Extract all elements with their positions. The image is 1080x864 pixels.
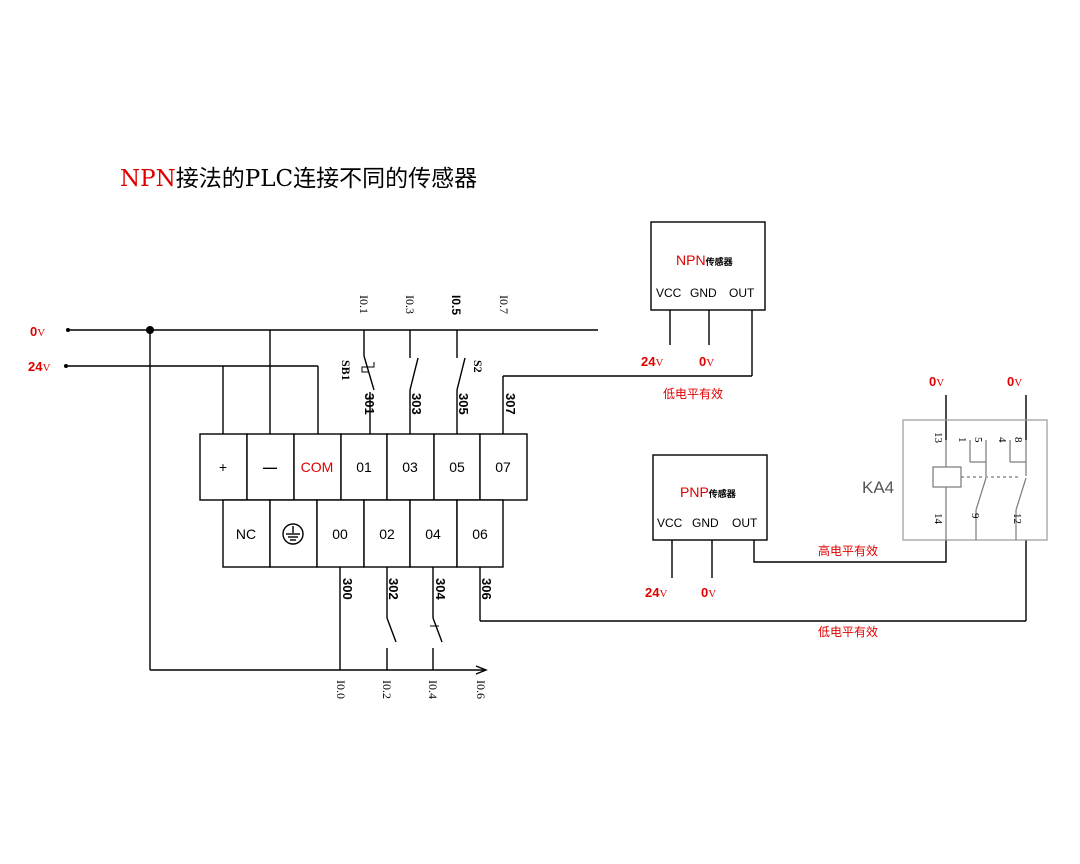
relay-pin-13: 13 — [932, 432, 944, 444]
wire-label-303: 303 — [409, 393, 424, 415]
wire-label-304: 304 — [433, 578, 448, 600]
input-label-i01: I0.1 — [357, 295, 371, 314]
input-label-i06: I0.6 — [474, 680, 488, 699]
npn-active-low-note: 低电平有效 — [663, 386, 723, 401]
relay-pin-9: 9 — [969, 513, 981, 519]
terminal-03: 03 — [402, 459, 418, 475]
terminal-00: 00 — [332, 526, 348, 542]
relay-pin-5: 5 — [972, 437, 984, 443]
rail-0v-label: 0V — [30, 324, 45, 339]
relay-pin-8: 8 — [1012, 437, 1024, 443]
common-bus — [146, 326, 488, 675]
input-label-i03: I0.3 — [403, 295, 417, 314]
terminal-plus: + — [219, 459, 227, 475]
terminal-05: 05 — [449, 459, 465, 475]
npn-pin-out: OUT — [729, 286, 755, 300]
relay-left-voltage: 0V — [929, 374, 944, 389]
bottom-wire-numbers: 300 302 304 306 — [340, 578, 494, 600]
ground-icon — [282, 523, 304, 545]
relay-pin-14: 14 — [932, 513, 944, 525]
input-label-i04: I0.4 — [426, 680, 440, 699]
pnp-gnd-label: 0V — [701, 585, 716, 600]
npn-gnd-label: 0V — [699, 354, 714, 369]
top-input-wiring — [361, 310, 753, 434]
page-title: NPN接法的PLC连接不同的传感器 — [120, 166, 477, 192]
npn-pin-vcc: VCC — [656, 286, 682, 300]
wire-label-302: 302 — [386, 578, 401, 600]
pnp-supply-label: 24V — [645, 585, 667, 600]
relay-right-voltage: 0V — [1007, 374, 1022, 389]
pnp-pin-out: OUT — [732, 516, 758, 530]
input-label-i05: I0.5 — [449, 295, 463, 315]
rail-24v — [64, 364, 318, 368]
relay-pin-4: 4 — [996, 437, 1008, 443]
input-label-i07: I0.7 — [497, 295, 511, 314]
switch-label-sb1: SB1 — [339, 360, 353, 381]
wire-label-307: 307 — [503, 393, 518, 415]
relay-pin-1: 1 — [956, 437, 968, 443]
top-input-labels: I0.1 I0.3 I0.5 I0.7 — [357, 295, 511, 315]
npn-sensor: NPN传感器 VCC GND OUT 24V 0V 低电平有效 — [641, 221, 766, 401]
relay-ka4: 0V 0V KA4 13 1 5 4 8 14 9 12 — [862, 374, 1048, 541]
terminal-minus: — — [263, 459, 277, 475]
npn-supply-label: 24V — [641, 354, 663, 369]
plc-terminal-bottom-row: NC 00 02 04 06 — [222, 499, 504, 568]
terminal-com: COM — [301, 459, 334, 475]
pnp-sensor-title: PNP传感器 — [680, 484, 737, 500]
wire-label-305: 305 — [456, 393, 471, 415]
relay-pin-12: 12 — [1011, 513, 1023, 524]
rail-0v — [66, 328, 598, 332]
wire-label-301: 301 — [362, 393, 377, 415]
npn-pin-gnd: GND — [690, 286, 717, 300]
switch-label-s2: S2 — [471, 360, 485, 373]
plc-power-wiring — [222, 330, 319, 434]
relay-active-low-note: 低电平有效 — [818, 624, 878, 639]
pnp-pin-vcc: VCC — [657, 516, 683, 530]
terminal-07: 07 — [495, 459, 511, 475]
wire-label-306: 306 — [479, 578, 494, 600]
input-label-i02: I0.2 — [380, 680, 394, 699]
terminal-nc: NC — [236, 526, 256, 542]
terminal-06: 06 — [472, 526, 488, 542]
pnp-sensor: PNP传感器 VCC GND OUT 24V 0V 高电平有效 — [645, 454, 947, 600]
pnp-pin-gnd: GND — [692, 516, 719, 530]
terminal-04: 04 — [425, 526, 441, 542]
pnp-active-high-note: 高电平有效 — [818, 543, 878, 558]
bottom-input-labels: I0.0 I0.2 I0.4 I0.6 — [334, 680, 488, 699]
rail-24v-label: 24V — [28, 359, 50, 374]
terminal-02: 02 — [379, 526, 395, 542]
terminal-01: 01 — [356, 459, 372, 475]
top-wire-numbers: 301 303 305 307 — [362, 393, 518, 415]
plc-terminal-top-row: + — COM 01 03 05 07 — [199, 433, 528, 501]
bottom-input-wiring — [339, 540, 1027, 670]
npn-sensor-title: NPN传感器 — [676, 252, 734, 268]
input-label-i00: I0.0 — [334, 680, 348, 699]
wire-label-300: 300 — [340, 578, 355, 600]
relay-name: KA4 — [862, 478, 894, 497]
